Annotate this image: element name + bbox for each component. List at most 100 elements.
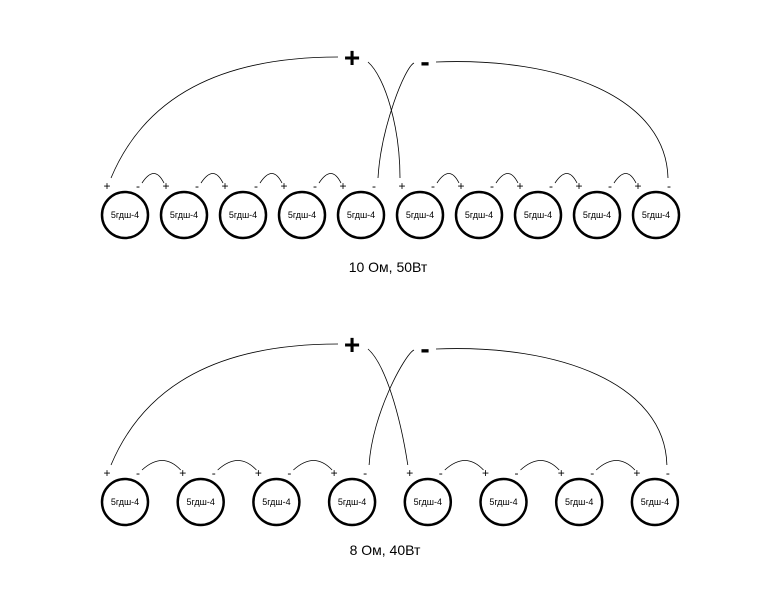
plus-terminal: + <box>255 466 262 480</box>
jumper-wire <box>595 460 636 471</box>
plus-terminal: + <box>634 179 641 193</box>
speaker-label: 5гдш-4 <box>489 497 517 507</box>
speaker-label: 5гдш-4 <box>111 497 139 507</box>
speaker-circle <box>454 190 504 240</box>
speaker-circle <box>630 477 680 527</box>
plus-terminal: + <box>457 179 464 193</box>
speaker-label: 5гдш-4 <box>414 497 442 507</box>
main-minus-terminal: - <box>420 46 429 77</box>
minus-terminal: - <box>254 179 258 193</box>
minus-center-wire <box>377 62 415 179</box>
plus-terminal: + <box>280 179 287 193</box>
plus-terminal: + <box>339 179 346 193</box>
speaker-label: 5гдш-4 <box>288 210 316 220</box>
plus-terminal: + <box>103 179 110 193</box>
plus-terminal: + <box>575 179 582 193</box>
minus-terminal: - <box>608 179 612 193</box>
speaker-label: 5гдш-4 <box>170 210 198 220</box>
jumper-wire <box>217 460 257 471</box>
jumper-wire <box>520 460 560 471</box>
speaker-label: 5гдш-4 <box>406 210 434 220</box>
minus-terminal: - <box>212 466 216 480</box>
speaker-label: 5гдш-4 <box>641 497 669 507</box>
minus-center-wire <box>368 349 415 466</box>
jumper-wire <box>318 173 342 184</box>
minus-terminal: - <box>667 179 671 193</box>
minus-terminal: - <box>195 179 199 193</box>
minus-terminal: - <box>490 179 494 193</box>
speaker-circle <box>336 190 386 240</box>
speaker-circle <box>100 477 150 527</box>
plus-terminal: + <box>516 179 523 193</box>
minus-terminal: - <box>136 466 140 480</box>
speaker-label: 5гдш-4 <box>565 497 593 507</box>
speaker-circle <box>479 477 528 527</box>
plus-terminal: + <box>162 179 169 193</box>
plus-terminal: + <box>633 466 640 480</box>
main-plus-terminal: + <box>344 42 360 73</box>
speaker-circle <box>252 477 301 527</box>
plus-terminal: + <box>558 466 565 480</box>
plus-terminal: + <box>221 179 228 193</box>
minus-terminal: - <box>136 179 140 193</box>
main-minus-terminal: - <box>420 333 429 364</box>
speaker-label: 5гдш-4 <box>524 210 552 220</box>
speaker-circle <box>218 190 268 240</box>
minus-terminal: - <box>287 466 291 480</box>
plus-terminal: + <box>179 466 186 480</box>
speaker-label: 5гдш-4 <box>111 210 139 220</box>
minus-terminal: - <box>549 179 553 193</box>
speaker-label: 5гдш-4 <box>229 210 257 220</box>
minus-main-wire <box>435 61 669 179</box>
plus-terminal: + <box>103 466 110 480</box>
jumper-wire <box>613 173 637 184</box>
jumper-wire <box>444 460 484 471</box>
speaker-circle <box>572 190 622 240</box>
jumper-wire <box>293 460 333 471</box>
plus-terminal: + <box>406 466 413 480</box>
plus-main-wire <box>110 56 339 179</box>
minus-terminal: - <box>590 466 594 480</box>
jumper-wire <box>200 173 224 184</box>
speaker-label: 5гдш-4 <box>642 210 670 220</box>
speaker-label: 5гдш-4 <box>583 210 611 220</box>
speaker-label: 5гдш-4 <box>187 497 215 507</box>
speaker-circle <box>327 477 377 527</box>
jumper-wire <box>495 173 519 184</box>
minus-terminal: - <box>439 466 443 480</box>
speaker-circle <box>100 190 150 240</box>
plus-main-wire <box>110 343 339 466</box>
impedance-power-caption: 8 Ом, 40Вт <box>350 542 421 558</box>
jumper-wire <box>436 173 460 184</box>
plus-center-wire <box>367 61 401 179</box>
minus-terminal: - <box>666 466 670 480</box>
minus-terminal: - <box>372 179 376 193</box>
main-plus-terminal: + <box>344 329 360 360</box>
speaker-circle <box>395 190 445 240</box>
speaker-circle <box>403 477 453 527</box>
jumper-wire <box>554 173 578 184</box>
impedance-power-caption: 10 Ом, 50Вт <box>349 259 428 275</box>
minus-terminal: - <box>431 179 435 193</box>
plus-terminal: + <box>398 179 405 193</box>
speaker-circle <box>631 190 681 240</box>
speaker-label: 5гдш-4 <box>338 497 366 507</box>
jumper-wire <box>141 173 165 184</box>
minus-terminal: - <box>515 466 519 480</box>
minus-terminal: - <box>313 179 317 193</box>
jumper-wire <box>259 173 283 184</box>
speaker-label: 5гдш-4 <box>262 497 290 507</box>
plus-center-wire <box>367 348 409 466</box>
speaker-circle <box>176 477 225 527</box>
plus-terminal: + <box>482 466 489 480</box>
minus-terminal: - <box>363 466 367 480</box>
speaker-circle <box>554 477 604 527</box>
speaker-label: 5гдш-4 <box>347 210 375 220</box>
speaker-label: 5гдш-4 <box>465 210 493 220</box>
speaker-circle <box>159 190 209 240</box>
jumper-wire <box>141 460 181 471</box>
plus-terminal: + <box>331 466 338 480</box>
speaker-circle <box>513 190 563 240</box>
minus-main-wire <box>435 348 668 466</box>
